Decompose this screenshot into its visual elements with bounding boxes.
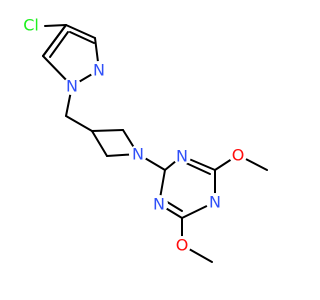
bond-az-c3-c2 xyxy=(91,129,124,132)
bond-tz-n1-c6-double xyxy=(185,162,211,175)
atom-labels: Cl N N N N N N O O xyxy=(18,12,247,255)
bond-az-c4-c3 xyxy=(91,130,108,157)
bond-ch2-c3az xyxy=(65,115,93,132)
triazine-n-top-label: N xyxy=(176,147,188,166)
methoxy-o-top-label: O xyxy=(232,146,245,165)
pyrazole-n1-label: N xyxy=(66,77,78,96)
methoxy-o-bottom-label: O xyxy=(176,236,189,255)
bond-c5-c4 xyxy=(42,24,67,57)
chlorine-label: Cl xyxy=(23,16,39,35)
triazine-n-left-label: N xyxy=(153,195,165,214)
bond-c4-cl-single xyxy=(44,24,67,27)
bond-c5-c4-double xyxy=(49,31,69,58)
pyrazole-n2-label: N xyxy=(93,61,105,80)
bond-c4-c3-double xyxy=(69,31,95,44)
bond-c4-c3 xyxy=(65,24,96,39)
molecule-structure: Cl N N N N N N O O xyxy=(18,12,268,263)
azetidine-n-label: N xyxy=(132,145,144,164)
triazine-n-bottom-label: N xyxy=(209,193,221,212)
